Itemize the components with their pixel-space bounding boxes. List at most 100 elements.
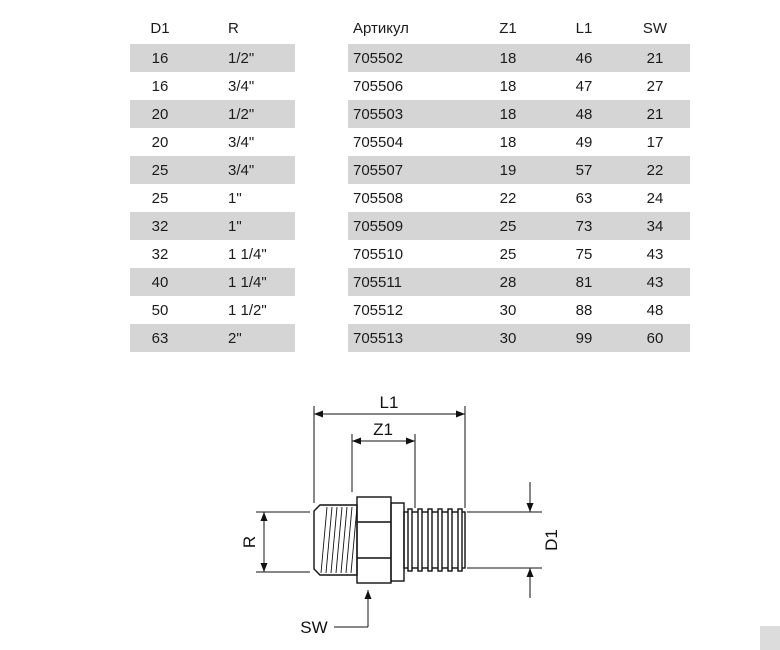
technical-drawing: L1 Z1 R D1 SW — [240, 393, 561, 637]
table-cell: 21 — [646, 49, 664, 67]
table-row: 16 3/4" — [130, 72, 295, 100]
table-cell: 705509 — [353, 217, 404, 235]
table-cell: 17 — [646, 133, 664, 151]
table-cell: 50 — [151, 301, 169, 319]
table-cell: 25 — [499, 217, 517, 235]
table-cell: 705512 — [353, 301, 404, 319]
table-cell: 22 — [499, 189, 517, 207]
table-cell: 18 — [499, 77, 517, 95]
table-row: 20 3/4" — [130, 128, 295, 156]
table-cell: 88 — [575, 301, 593, 319]
label-sw: SW — [300, 618, 327, 637]
dimension-labels: L1 Z1 R D1 SW — [240, 393, 561, 637]
table-cell: 24 — [646, 189, 664, 207]
label-d1: D1 — [542, 529, 561, 551]
table-cell: 1" — [228, 217, 242, 235]
table-cell: 57 — [575, 161, 593, 179]
table-cell: 705511 — [353, 273, 402, 291]
table-row: 705508 22 63 24 — [348, 184, 690, 212]
table-cell: 21 — [646, 105, 664, 123]
table-row: 32 1 1/4" — [130, 240, 295, 268]
table-cell: 22 — [646, 161, 664, 179]
table-cell: 18 — [499, 105, 517, 123]
table-row: 705503 18 48 21 — [348, 100, 690, 128]
table-cell: 32 — [151, 245, 169, 263]
table-row: 705509 25 73 34 — [348, 212, 690, 240]
table-cell: 49 — [575, 133, 593, 151]
table-row: 705512 30 88 48 — [348, 296, 690, 324]
threaded-section — [313, 504, 358, 576]
column-header: SW — [642, 19, 668, 37]
hex-nut — [356, 496, 392, 584]
table-cell: 3/4" — [228, 77, 255, 95]
table-cell: 19 — [499, 161, 517, 179]
table-cell: 25 — [499, 245, 517, 263]
table-cell: 30 — [499, 329, 517, 347]
barb-shaft — [403, 511, 466, 569]
table-cell: 40 — [151, 273, 169, 291]
column-header: L1 — [575, 19, 593, 37]
table-cell: 81 — [575, 273, 593, 291]
fitting-body — [313, 496, 466, 584]
column-header: Z1 — [499, 19, 517, 37]
table-cell: 60 — [646, 329, 664, 347]
watermark-artifact — [760, 626, 780, 650]
table-cell: 20 — [151, 105, 169, 123]
label-r: R — [240, 536, 259, 548]
table-row: 20 1/2" — [130, 100, 295, 128]
table-cell: 1/2" — [228, 105, 255, 123]
table-cell: 3/4" — [228, 133, 255, 151]
table-row: 705507 19 57 22 — [348, 156, 690, 184]
table-cell: 16 — [151, 49, 169, 67]
table-row: 40 1 1/4" — [130, 268, 295, 296]
table-cell: 1 1/2" — [228, 301, 267, 319]
table-cell: 73 — [575, 217, 593, 235]
label-z1: Z1 — [373, 420, 393, 439]
table-cell: 705506 — [353, 77, 404, 95]
table-cell: 48 — [575, 105, 593, 123]
table-row: 50 1 1/2" — [130, 296, 295, 324]
column-header: D1 — [150, 19, 170, 37]
table-cell: 1" — [228, 189, 242, 207]
table-cell: 46 — [575, 49, 593, 67]
table-cell: 1 1/4" — [228, 245, 267, 263]
dimension-lines — [256, 406, 542, 628]
table-cell: 18 — [499, 133, 517, 151]
table-cell: 20 — [151, 133, 169, 151]
table-cell: 705508 — [353, 189, 404, 207]
table-cell: 2" — [228, 329, 242, 347]
table-cell: 63 — [575, 189, 593, 207]
barb-rings — [407, 508, 463, 572]
table-cell: 99 — [575, 329, 593, 347]
table-cell: 705513 — [353, 329, 404, 347]
table-cell: 43 — [646, 245, 664, 263]
table-row: 705513 30 99 60 — [348, 324, 690, 352]
table-cell: 28 — [499, 273, 517, 291]
table-cell: 1 1/4" — [228, 273, 267, 291]
table-cell: 43 — [646, 273, 664, 291]
table-row: 25 1" — [130, 184, 295, 212]
table-cell: 16 — [151, 77, 169, 95]
table-cell: 705503 — [353, 105, 404, 123]
table-cell: 705507 — [353, 161, 404, 179]
table-cell: 27 — [646, 77, 664, 95]
table-cell: 25 — [151, 189, 169, 207]
table-cell: 48 — [646, 301, 664, 319]
table-cell: 18 — [499, 49, 517, 67]
table-cell: 30 — [499, 301, 517, 319]
table-cell: 34 — [646, 217, 664, 235]
